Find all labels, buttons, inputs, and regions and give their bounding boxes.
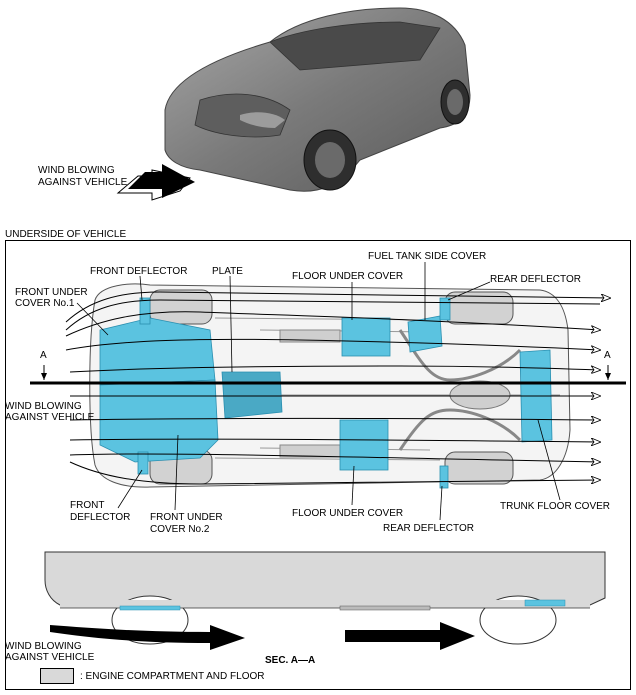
rear-deflector-top-shape xyxy=(439,297,451,321)
label-trunk-floor-cover: TRUNK FLOOR COVER xyxy=(500,501,611,512)
front-deflector-bottom-shape xyxy=(137,451,149,475)
legend-text: : ENGINE COMPARTMENT AND FLOOR xyxy=(80,671,265,682)
label-front-deflector-bottom-line2: DEFLECTOR xyxy=(70,512,131,523)
label-front-deflector-top: FRONT DEFLECTOR xyxy=(90,266,188,277)
legend-swatch xyxy=(40,668,74,684)
label-floor-under-cover-bottom: FLOOR UNDER COVER xyxy=(292,508,404,519)
label-front-under-cover-2-line2: COVER No.2 xyxy=(150,524,210,535)
label-wind-left-line2: AGAINST VEHICLE xyxy=(5,412,95,423)
label-front-under-cover-2-line1: FRONT UNDER xyxy=(150,512,223,523)
label-section-wind-line1: WIND BLOWING xyxy=(5,641,82,652)
front-deflector-top-shape xyxy=(139,297,151,325)
section-a-a-view xyxy=(44,551,606,645)
front-under-cover-2-shape xyxy=(99,379,219,463)
airflow-lines xyxy=(65,291,610,485)
wind-label-top-line2: AGAINST VEHICLE xyxy=(38,177,128,188)
underside-frame xyxy=(5,240,631,690)
label-fuel-tank-side-cover: FUEL TANK SIDE COVER xyxy=(368,251,487,262)
label-rear-deflector-top: REAR DEFLECTOR xyxy=(490,274,581,285)
rear-deflector-bottom-shape xyxy=(439,465,449,489)
label-front-under-cover-1-line2: COVER No.1 xyxy=(15,298,75,309)
wind-arrow-top xyxy=(116,164,195,201)
section-line xyxy=(30,365,626,385)
label-front-under-cover-1-line1: FRONT UNDER xyxy=(15,287,88,298)
label-plate: PLATE xyxy=(212,266,243,277)
label-floor-under-cover-top: FLOOR UNDER COVER xyxy=(292,271,404,282)
section-marker-right: A xyxy=(604,350,611,361)
car-illustration xyxy=(164,7,471,192)
leader-lines xyxy=(76,262,561,521)
section-title-a-a: SEC. A—A xyxy=(265,655,316,666)
label-front-deflector-bottom-line1: FRONT xyxy=(70,500,105,511)
floor-under-cover-top-shape xyxy=(341,317,391,357)
floor-under-cover-bottom-shape xyxy=(339,419,389,471)
label-wind-left-line1: WIND BLOWING xyxy=(5,401,82,412)
wind-label-top-line1: WIND BLOWING xyxy=(38,165,115,176)
section-title-underside: UNDERSIDE OF VEHICLE xyxy=(5,229,127,240)
label-section-wind-line2: AGAINST VEHICLE xyxy=(5,652,95,663)
section-wind-arrows xyxy=(50,622,475,650)
section-marker-left: A xyxy=(40,350,47,361)
label-rear-deflector-bottom: REAR DEFLECTOR xyxy=(383,523,474,534)
